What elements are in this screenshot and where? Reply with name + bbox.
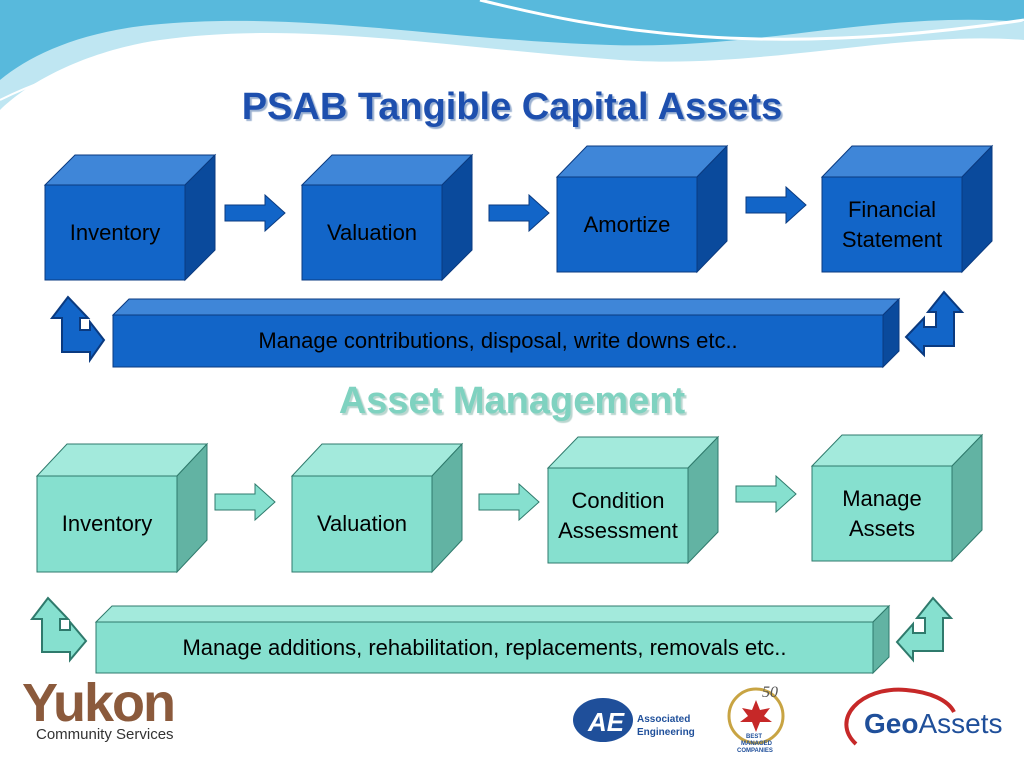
psab-step-label: Amortize: [583, 211, 671, 237]
am-bar-label: Manage additions, rehabilitation, replac…: [182, 634, 787, 660]
psab-step-label: Inventory: [69, 219, 161, 245]
yukon-subtitle: Community Services: [36, 726, 174, 743]
geoassets-logo: GeoAssets: [844, 687, 1003, 746]
am-box-valuation: [290, 442, 464, 574]
yukon-logo: Yukon Community Services: [22, 673, 176, 743]
best-managed-companies-logo: 50 BEST MANAGED COMPANIES: [727, 684, 785, 754]
svg-text:BEST: BEST: [746, 734, 762, 740]
yukon-wordmark: Yukon: [22, 673, 176, 733]
section-title: Asset Management: [338, 380, 686, 422]
psab-bar: [111, 297, 901, 369]
svg-text:Engineering: Engineering: [637, 727, 695, 738]
psab-arrow-1: [224, 193, 286, 233]
psab-arrow-3: [745, 185, 807, 225]
psab-bent-arrow-right: [904, 290, 965, 358]
am-arrow-3: [735, 474, 797, 514]
svg-text:Associated: Associated: [637, 714, 690, 725]
svg-text:COMPANIES: COMPANIES: [737, 748, 773, 754]
psab-arrow-2: [488, 193, 550, 233]
wave-header: [0, 0, 1024, 110]
am-box-manage-assets: [810, 433, 984, 563]
am-arrow-1: [214, 482, 276, 522]
psab-box-valuation: [300, 153, 474, 282]
svg-text:MANAGED: MANAGED: [741, 741, 773, 747]
am-bent-arrow-left: [29, 596, 88, 663]
am-bar: [94, 604, 891, 675]
am-step-label: Inventory: [61, 511, 153, 536]
am-bent-arrow-right: [895, 596, 954, 663]
svg-text:GeoAssets: GeoAssets: [864, 708, 1003, 739]
am-step-label: Valuation: [316, 511, 408, 536]
ae-mark: AE: [587, 707, 625, 737]
am-box-inventory: [35, 442, 209, 574]
psab-box-amortize: [555, 144, 729, 274]
svg-text:50: 50: [762, 684, 778, 701]
am-arrow-2: [478, 482, 540, 522]
psab-step-label: Financial Statement: [841, 196, 943, 252]
psab-bent-arrow-left: [49, 295, 106, 364]
am-step-label: Condition Assessment: [558, 487, 678, 543]
psab-bar-label: Manage contributions, disposal, write do…: [258, 328, 738, 353]
associated-engineering-logo: AE Associated Engineering: [573, 698, 695, 742]
am-step-label: Manage Assets: [842, 485, 922, 541]
am-box-condition-assessment: [546, 435, 720, 565]
page-title: PSAB Tangible Capital Assets: [241, 86, 783, 128]
psab-box-financial-statement: [820, 144, 994, 274]
psab-step-label: Valuation: [326, 219, 418, 245]
psab-box-inventory: [43, 153, 217, 282]
